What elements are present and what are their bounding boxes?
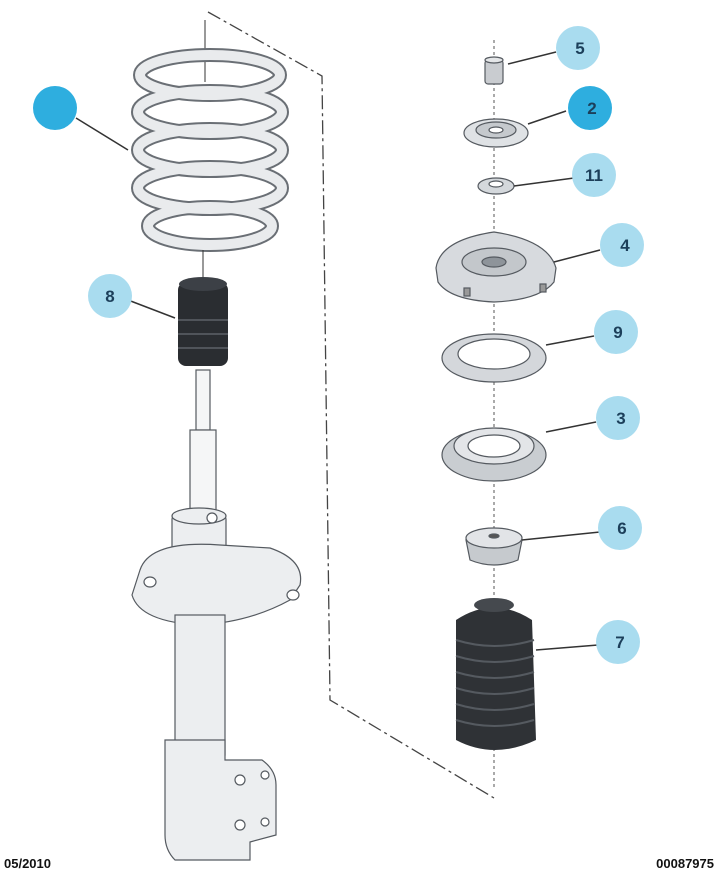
bump-stop xyxy=(178,250,228,366)
dust-boot xyxy=(455,598,536,750)
callout-top-nut[interactable]: 5 xyxy=(556,26,600,70)
assembly-guide-line xyxy=(207,11,495,799)
callout-cup-washer[interactable]: 2 xyxy=(568,86,612,130)
callout-dust-cap[interactable]: 6 xyxy=(598,506,642,550)
callout-small-washer[interactable]: 11 xyxy=(572,153,616,197)
callout-spring-seat[interactable]: 3 xyxy=(596,396,640,440)
callout-label: 11 xyxy=(585,166,603,185)
callout-label: 7 xyxy=(615,633,624,652)
callout-label: 6 xyxy=(617,519,626,538)
strut-assembly xyxy=(131,369,302,861)
callout-bump-stop[interactable]: 8 xyxy=(88,274,132,318)
callout-label: 5 xyxy=(575,39,584,58)
callout-spring[interactable] xyxy=(33,86,77,130)
coil-spring xyxy=(131,20,289,252)
callout-label: 4 xyxy=(620,236,630,255)
footer-reference: 00087975 xyxy=(656,856,714,871)
leader-lines xyxy=(75,51,601,651)
dust-cap xyxy=(465,527,523,566)
callout-top-mount[interactable]: 4 xyxy=(600,223,644,267)
callout-label: 9 xyxy=(613,323,622,342)
callout-label: 3 xyxy=(616,409,625,428)
callout-label: 8 xyxy=(105,287,114,306)
footer-date: 05/2010 xyxy=(4,856,51,871)
small-washer xyxy=(477,177,515,195)
callout-label: 2 xyxy=(587,99,596,118)
bearing xyxy=(441,333,547,383)
top-nut xyxy=(484,56,504,85)
callout-dust-boot[interactable]: 7 xyxy=(596,620,640,664)
top-mount xyxy=(435,231,557,303)
callout-bearing[interactable]: 9 xyxy=(594,310,638,354)
cup-washer xyxy=(463,118,529,148)
spring-seat xyxy=(441,427,547,482)
